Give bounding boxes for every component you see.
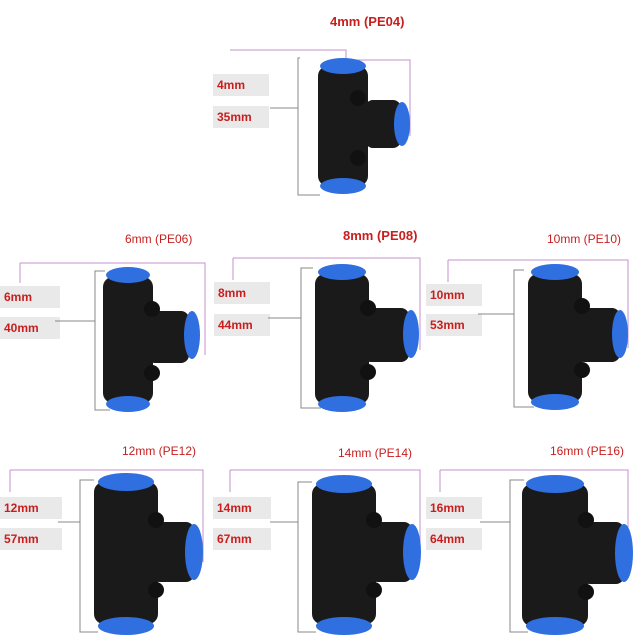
length-label: 40mm [0, 317, 60, 339]
size-title: 12mm (PE12) [122, 444, 197, 458]
tee-fitting-image [230, 49, 411, 196]
tee-fitting-image [229, 469, 421, 635]
size-title: 6mm (PE06) [125, 232, 193, 246]
tube-diameter-label: 6mm [0, 286, 60, 308]
tube-diameter-label: 16mm [426, 497, 482, 519]
length-label: 35mm [213, 106, 269, 128]
length-label: 44mm [214, 314, 270, 336]
tee-fitting-image [439, 469, 633, 635]
length-label: 53mm [426, 314, 482, 336]
tee-fitting-image [232, 257, 421, 412]
size-title: 10mm (PE10) [547, 232, 622, 246]
tube-diameter-label: 14mm [213, 497, 271, 519]
tee-fitting-image [447, 259, 629, 410]
tee-fitting-image [9, 469, 204, 635]
size-title: 14mm (PE14) [338, 446, 413, 460]
length-label: 64mm [426, 528, 482, 550]
size-title: 4mm (PE04) [330, 14, 405, 29]
length-label: 67mm [213, 528, 271, 550]
length-label: 57mm [0, 528, 62, 550]
size-title: 8mm (PE08) [343, 228, 418, 243]
tube-diameter-label: 4mm [213, 74, 269, 96]
size-title: 16mm (PE16) [550, 444, 625, 458]
tube-diameter-label: 10mm [426, 284, 482, 306]
tee-fitting-image [19, 262, 206, 412]
tube-diameter-label: 12mm [0, 497, 62, 519]
tube-diameter-label: 8mm [214, 282, 270, 304]
